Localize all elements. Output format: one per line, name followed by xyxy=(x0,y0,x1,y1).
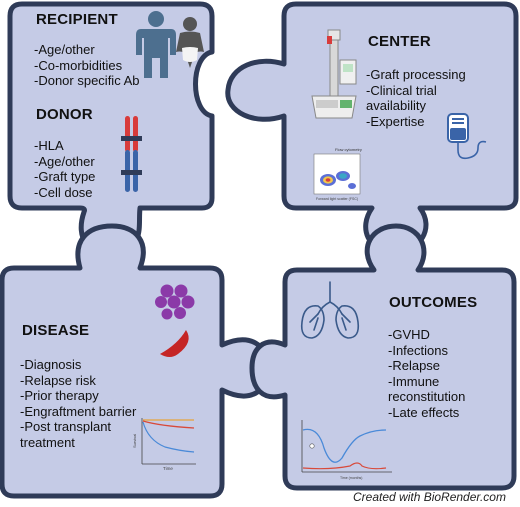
list-item: -Immune reconstitution xyxy=(388,373,466,405)
list-item: -GVHD xyxy=(388,327,430,342)
list-item: -Cell dose xyxy=(34,184,93,200)
adult-figure-icon xyxy=(136,11,176,78)
kinetics-time-axis: Time (months) xyxy=(340,476,362,480)
iv-bag-icon xyxy=(447,113,487,160)
list-item: -Relapse xyxy=(388,358,441,373)
outcomes-heading: OUTCOMES xyxy=(389,294,478,311)
recipient-heading: RECIPIENT xyxy=(36,11,118,28)
list-item: -Co-morbidities xyxy=(34,57,123,73)
piece-outcomes xyxy=(249,223,517,491)
disease-list: -Diagnosis -Relapse risk -Prior therapy … xyxy=(20,357,152,450)
grape-cells-icon xyxy=(155,284,195,320)
list-item: -Clinical trial availability xyxy=(366,82,437,114)
list-item: -Donor specific Ab xyxy=(34,73,140,88)
list-item: -Prior therapy xyxy=(20,388,99,403)
survival-time-axis: Time xyxy=(163,466,173,471)
survival-y-axis: Survival xyxy=(132,434,137,448)
list-item: -HLA xyxy=(34,138,64,153)
donor-list: -HLA -Age/other -Graft type -Cell dose xyxy=(34,138,124,200)
list-item: -Engraftment barrier xyxy=(20,403,137,419)
center-list: -Graft processing -Clinical trial availa… xyxy=(366,67,486,129)
flow-cytometry-plot-icon: Flow cytometry Forward light scatter (FS… xyxy=(313,147,362,201)
biorender-credit: Created with BioRender.com xyxy=(353,490,506,504)
list-item: -Infections xyxy=(388,342,448,358)
list-item: -Late effects xyxy=(388,404,460,420)
disease-heading: DISEASE xyxy=(22,322,90,339)
lungs-icon xyxy=(300,281,360,339)
list-item: -Age/other xyxy=(34,42,95,57)
flow-plot-axis: Forward light scatter (FSC) xyxy=(316,197,358,201)
baby-figure-icon xyxy=(176,17,204,68)
list-item: -Graft type xyxy=(34,169,96,184)
piece-center xyxy=(225,1,519,255)
chromosome-icon xyxy=(121,116,142,192)
center-heading: CENTER xyxy=(368,33,431,50)
flow-plot-caption: Flow cytometry xyxy=(335,147,362,152)
list-item: -Expertise xyxy=(366,113,425,129)
list-item: -Diagnosis xyxy=(20,357,82,372)
donor-heading: DONOR xyxy=(36,106,93,123)
outcomes-list: -GVHD -Infections -Relapse -Immune recon… xyxy=(388,327,506,420)
list-item: -Post transplant treatment xyxy=(20,419,112,450)
list-item: -Relapse risk xyxy=(20,372,96,388)
list-item: -Graft processing xyxy=(366,67,466,82)
recipient-list: -Age/other -Co-morbidities -Donor specif… xyxy=(34,42,154,89)
list-item: -Age/other xyxy=(34,153,95,169)
sickle-cell-icon xyxy=(160,330,189,357)
immune-kinetics-chart-icon: Time (months) xyxy=(301,420,392,480)
survival-curve-icon: Time Survival xyxy=(132,418,196,471)
cell-processor-machine-icon xyxy=(311,29,357,119)
